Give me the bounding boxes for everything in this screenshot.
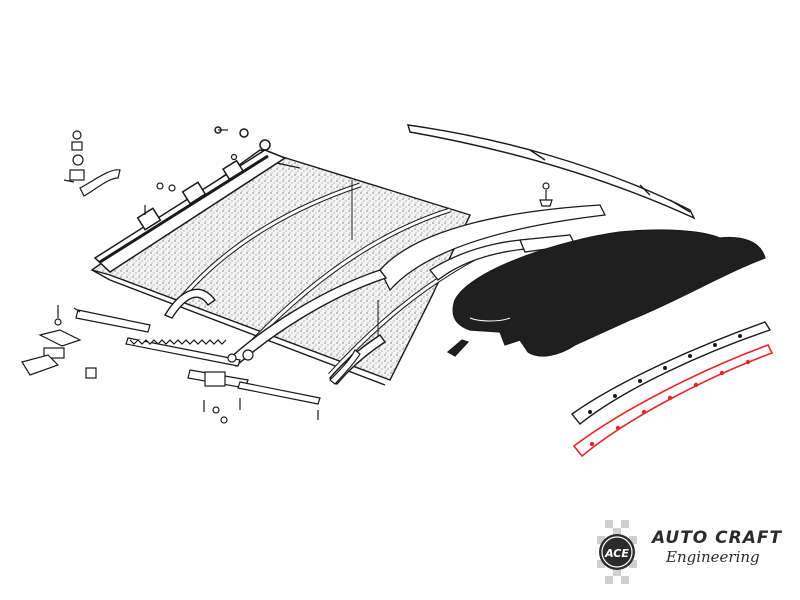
lower-center-hardware xyxy=(125,337,361,424)
right-hardware xyxy=(539,182,553,207)
ace-logo-badge: ACE xyxy=(597,520,637,584)
headliner-panel xyxy=(90,149,492,386)
brand-logo: AUTO CRAFT Engineering xyxy=(652,528,792,578)
dark-seal-gasket xyxy=(446,229,766,357)
highlighted-seal-strip[interactable] xyxy=(572,344,774,458)
brand-name: AUTO CRAFT xyxy=(652,528,783,548)
lower-left-hardware xyxy=(21,305,151,379)
trim-strip xyxy=(570,321,772,425)
rear-frame xyxy=(379,204,606,292)
left-hardware xyxy=(63,129,238,215)
brand-subtitle: Engineering xyxy=(666,548,760,566)
front-rail xyxy=(93,126,287,273)
upper-guide-strip xyxy=(407,124,696,220)
logo-badge-text: ACE xyxy=(604,547,629,560)
